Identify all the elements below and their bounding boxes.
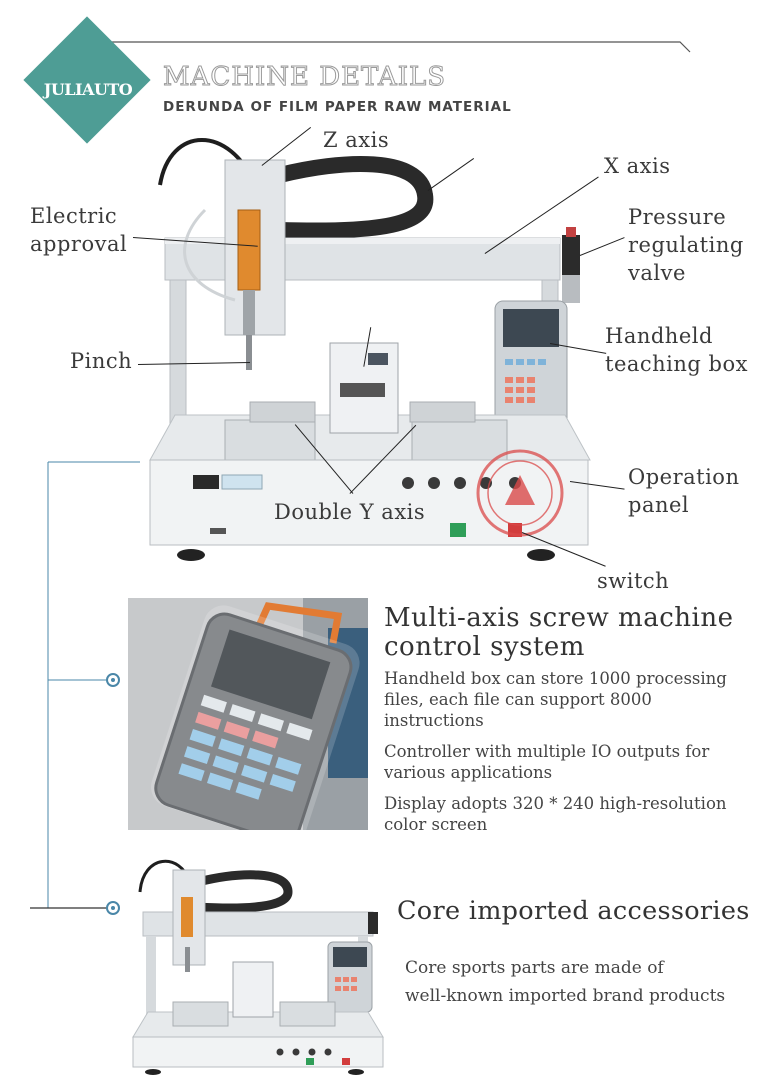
header: JULIAUTO MACHINE DETAILS DERUNDA OF FILM… [0, 0, 770, 150]
label-operation-panel: Operation panel [628, 465, 740, 517]
header-rule [100, 41, 691, 53]
section-core-accessories: Core imported accessories Core sports pa… [397, 896, 762, 1010]
paragraph-storage: Handheld box can store 1000 processing f… [384, 669, 727, 730]
page-subtitle: DERUNDA OF FILM PAPER RAW MATERIAL [163, 99, 512, 115]
label-switch: switch [597, 569, 670, 593]
brand-logo: JULIAUTO [43, 80, 133, 99]
paragraph-display: Display adopts 320 * 240 high-resolution… [384, 794, 727, 834]
label-x-axis: X axis [604, 154, 671, 178]
section-title-control: Multi-axis screw machine control system [384, 603, 734, 662]
label-teaching-box: Handheld teaching box [605, 324, 748, 376]
label-z-axis: Z axis [323, 128, 390, 152]
timeline-dot-1 [106, 673, 120, 687]
page-title: MACHINE DETAILS [162, 62, 447, 93]
label-pinch: Pinch [70, 349, 133, 373]
timeline-dot-2 [106, 901, 120, 915]
machine-photo-small [132, 859, 384, 1075]
handheld-photo [128, 598, 368, 830]
section-control-system: Multi-axis screw machine control system … [384, 604, 764, 835]
paragraph-accessories: Core sports parts are made of well-known… [405, 958, 726, 1006]
label-pressure-valve: Pressure regulating valve [628, 205, 744, 285]
label-electric-approval: Electric approval [30, 204, 128, 256]
machine-illustration [149, 138, 591, 561]
timeline [30, 461, 140, 909]
paragraph-io: Controller with multiple IO outputs for … [384, 742, 710, 782]
section-title-accessories: Core imported accessories [397, 896, 750, 926]
label-double-y-axis: Double Y axis [274, 500, 426, 524]
